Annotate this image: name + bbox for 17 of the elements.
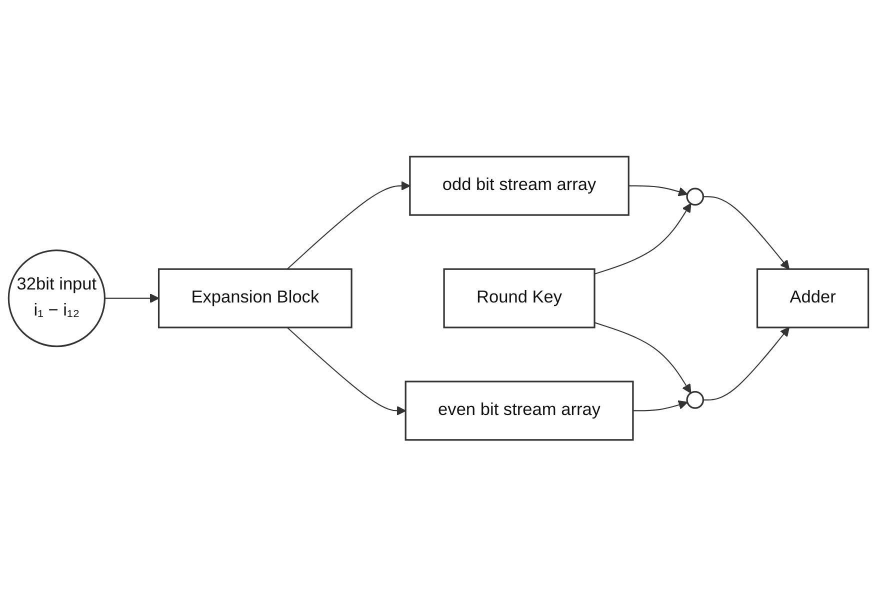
node-box: odd bit stream array <box>409 156 630 216</box>
arrow <box>594 202 692 274</box>
arrow <box>628 185 688 196</box>
arrow <box>286 180 410 270</box>
node-box: Round Key <box>443 268 596 328</box>
node-box: even bit stream array <box>404 380 634 440</box>
node-circle <box>686 390 704 409</box>
node-circle: 32bit input i₁ − i₁₂ <box>8 249 106 347</box>
arrow <box>703 196 790 270</box>
node-box: Expansion Block <box>158 268 352 328</box>
arrow <box>104 293 160 303</box>
arrow <box>286 326 406 416</box>
arrow <box>632 400 688 411</box>
arrow <box>703 326 790 400</box>
node-box: Adder <box>756 268 870 328</box>
node-circle <box>686 187 704 206</box>
arrow <box>594 322 692 394</box>
